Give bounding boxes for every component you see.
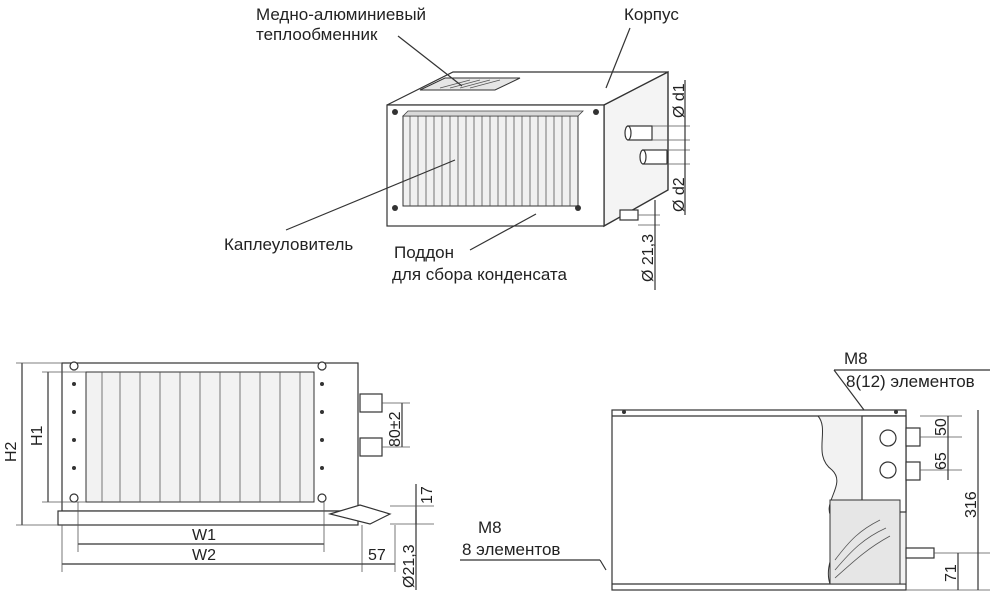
label-heat-exchanger-1: Медно-алюминиевый <box>256 5 426 24</box>
dim-65: 65 <box>933 452 950 470</box>
dim-w1: W1 <box>192 527 216 544</box>
dim-h1: H1 <box>29 425 46 446</box>
dim-w2: W2 <box>192 547 216 564</box>
leader-droplet-eliminator <box>285 159 456 231</box>
label-tray-1: Поддон <box>394 243 454 262</box>
heat-exchanger-fins <box>409 116 571 206</box>
front-view: H2 H1 W1 W2 80±2 17 57 Ø21,3 <box>3 361 436 590</box>
screw-icon <box>575 205 581 211</box>
front-pipe-1 <box>359 393 383 413</box>
dim-d21-3-iso: Ø 21,3 <box>640 234 657 282</box>
front-pipe-2 <box>359 437 383 457</box>
dim-316: 316 <box>963 491 980 518</box>
screw-icon <box>593 109 599 115</box>
label-droplet-eliminator: Каплеуловитель <box>224 235 353 254</box>
drain-pipe <box>619 209 639 221</box>
isometric-view: Ø d1 Ø d2 Ø 21,3 <box>285 27 690 290</box>
dim-50: 50 <box>933 418 950 436</box>
label-m8-top: M8 <box>844 349 868 368</box>
screw-icon <box>392 205 398 211</box>
label-m8-bottom-count: 8 элементов <box>462 540 560 559</box>
heat-exchanger-core <box>402 115 579 207</box>
dim-d21-3-front: Ø21,3 <box>401 544 418 588</box>
leader-heat-exchanger <box>397 35 463 87</box>
front-fins <box>101 372 301 502</box>
label-m8-bottom: M8 <box>478 518 502 537</box>
side-drain <box>905 547 935 559</box>
dim-d1: Ø d1 <box>671 83 688 118</box>
label-tray-2: для сбора конденсата <box>392 265 568 284</box>
pipe-d2 <box>639 149 668 165</box>
fin-top-edge <box>402 110 584 117</box>
dim-h2: H2 <box>3 441 20 462</box>
front-tray <box>57 510 359 526</box>
label-heat-exchanger-2: теплообменник <box>256 25 378 44</box>
dim-17: 17 <box>419 486 436 504</box>
label-housing: Корпус <box>624 5 679 24</box>
dim-71: 71 <box>943 564 960 582</box>
side-coil <box>829 499 901 585</box>
dim-d2: Ø d2 <box>671 177 688 212</box>
dim-57: 57 <box>368 547 386 564</box>
pipe-d1 <box>624 125 653 141</box>
label-m8-top-count: 8(12) элементов <box>846 372 975 391</box>
screw-icon <box>392 109 398 115</box>
leader-housing <box>605 27 631 89</box>
drain-nozzle <box>327 504 392 525</box>
dim-80: 80±2 <box>387 411 404 447</box>
side-view: 50 65 316 71 <box>460 369 990 591</box>
leader-tray <box>469 213 537 251</box>
